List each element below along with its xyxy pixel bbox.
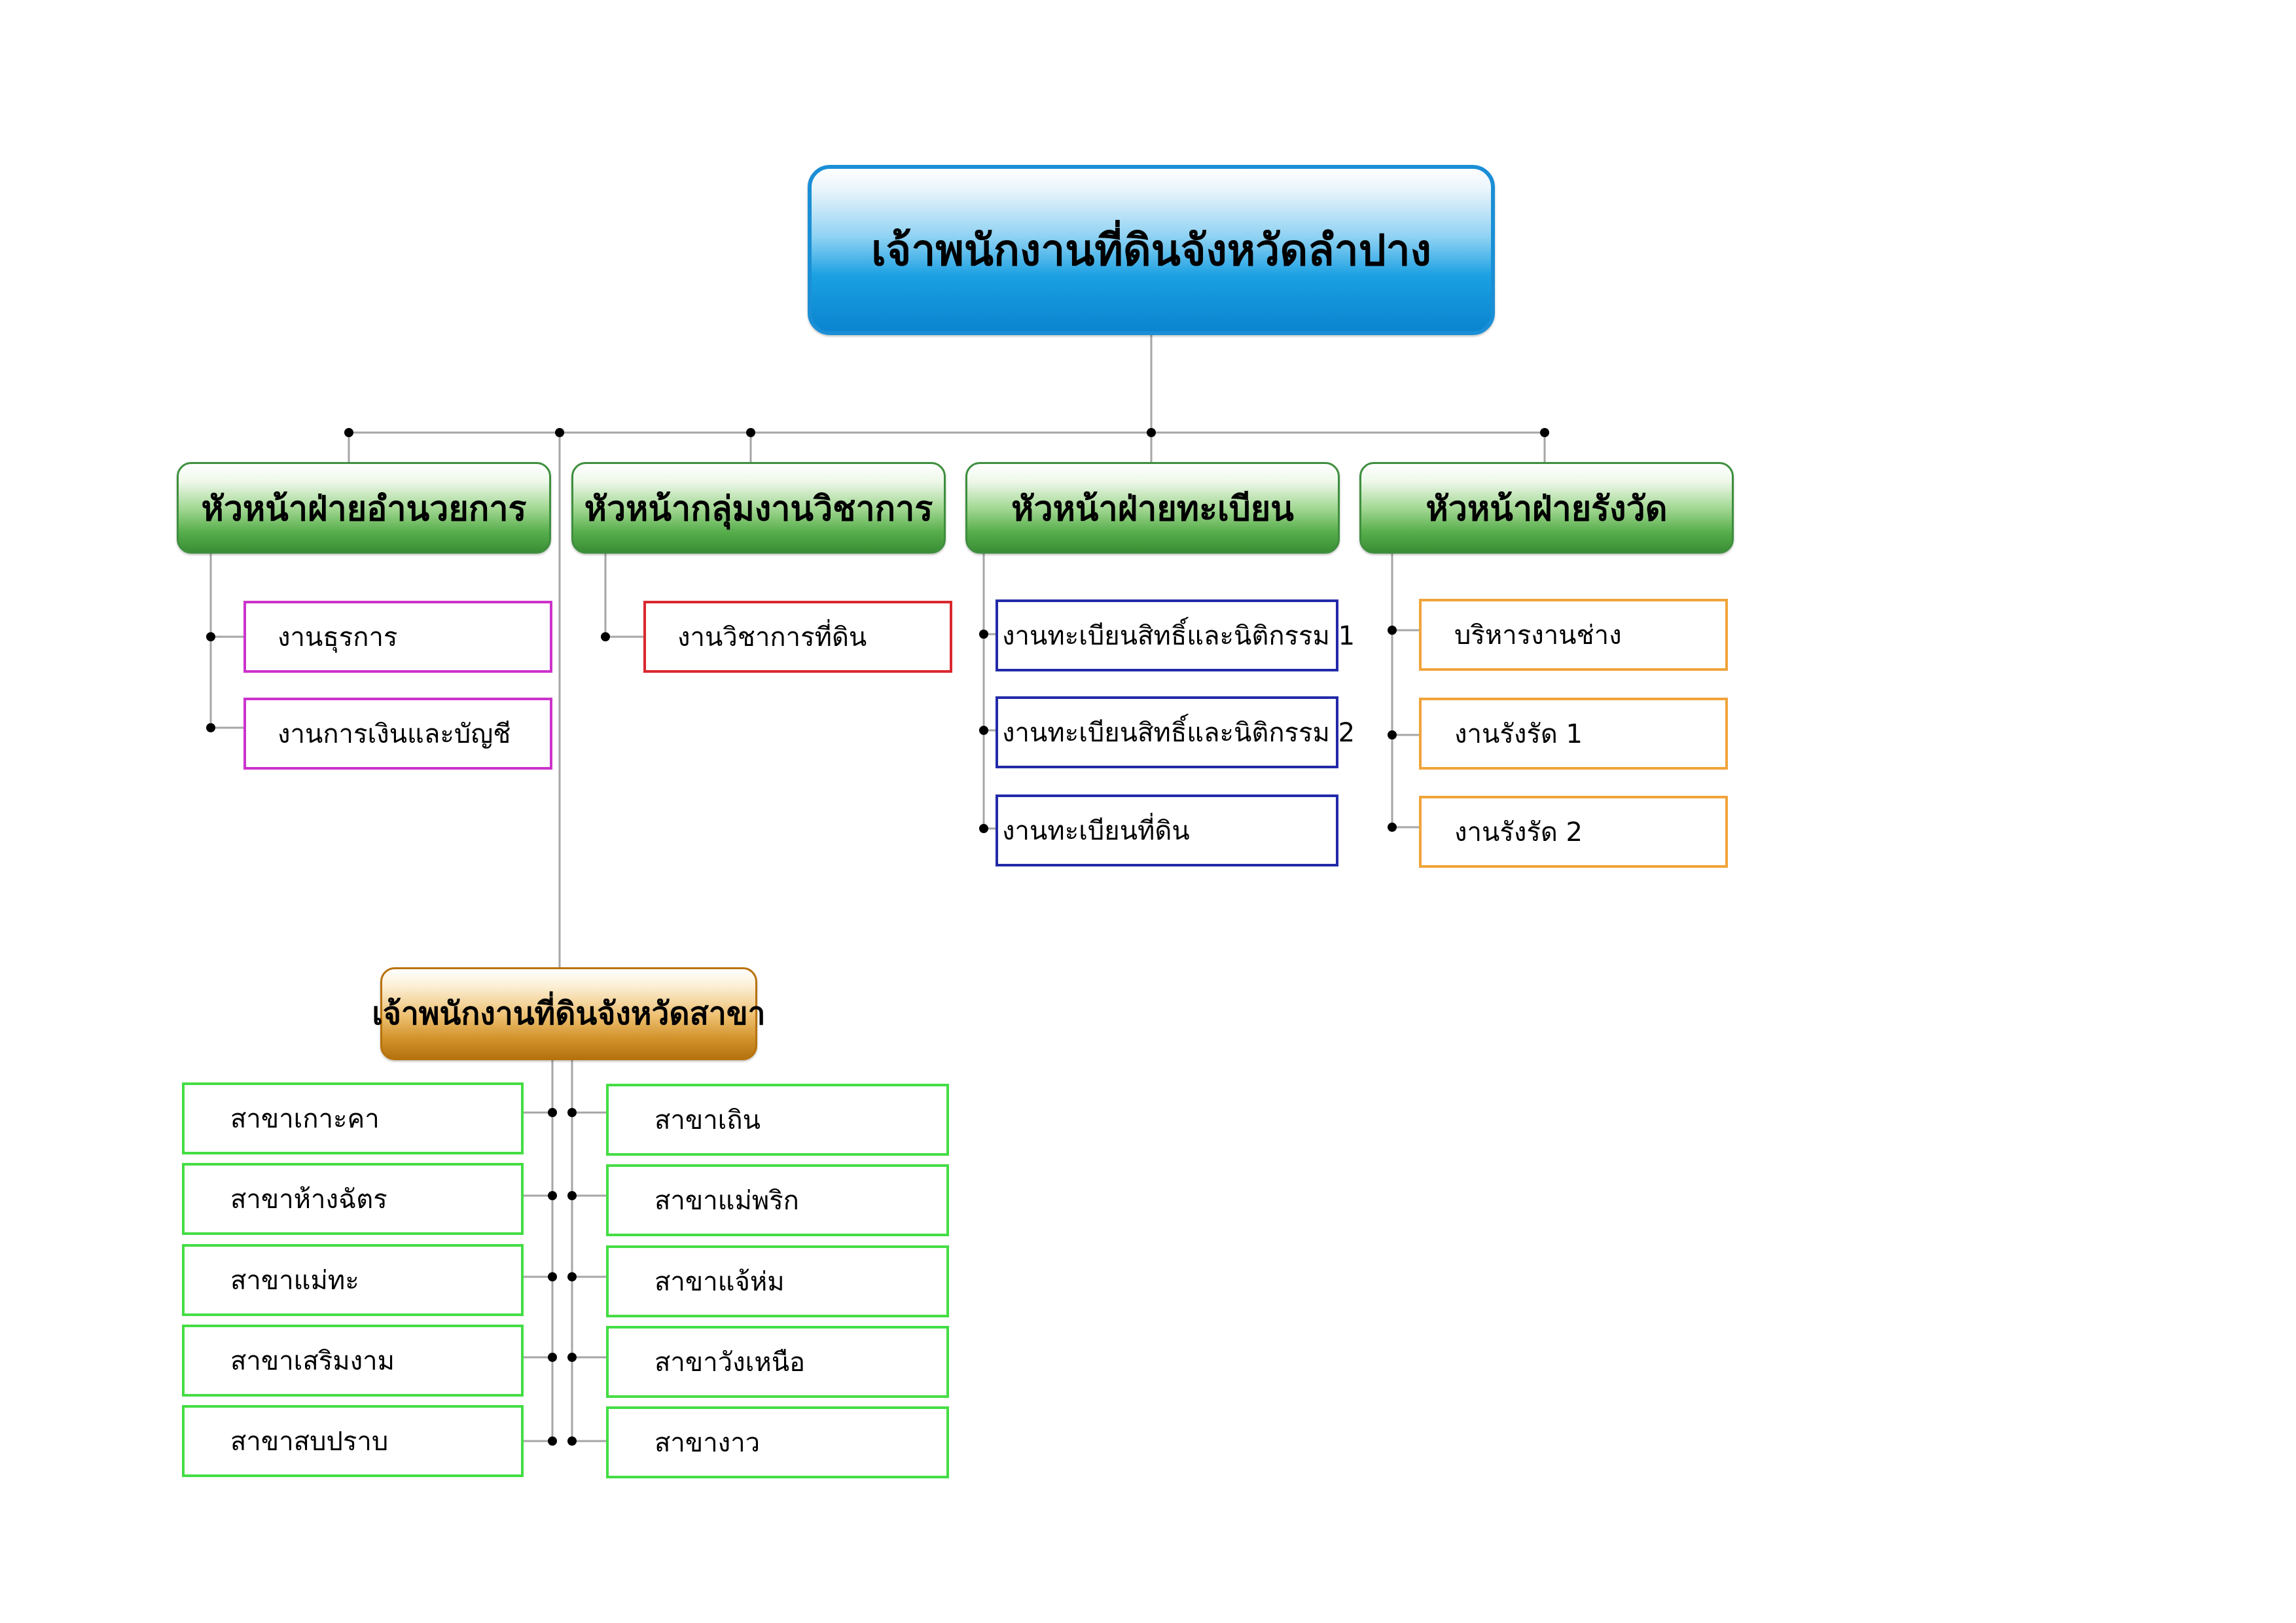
survey-item-label: งานรังรัด 2: [1454, 817, 1583, 847]
survey-item: งานรังรัด 2: [1419, 796, 1728, 868]
branch-item: สาขางาว: [606, 1406, 949, 1478]
branch-item-label: สาขาสบปราบ: [230, 1427, 389, 1457]
branch-item-label: สาขาวังเหนือ: [655, 1347, 806, 1378]
registration-item: งานทะเบียนสิทธิ์และนิติกรรม 2: [996, 696, 1355, 768]
branch-item: สาขาสบปราบ: [182, 1405, 524, 1477]
technical-item-label: งานวิชาการที่ดิน: [677, 622, 867, 652]
admin-item-label: งานธุรการ: [278, 622, 398, 652]
admin-item: งานธุรการ: [243, 601, 552, 673]
admin-item: งานการเงินและบัญชี: [243, 698, 552, 770]
branch-item-label: สาขาเสริมงาม: [230, 1346, 395, 1376]
department-technical: หัวหน้ากลุ่มงานวิชาการ: [571, 462, 946, 554]
branch-item: สาขาแม่ทะ: [182, 1244, 524, 1316]
department-registration: หัวหน้าฝ่ายทะเบียน: [965, 462, 1340, 554]
branch-item: สาขาห้างฉัตร: [182, 1163, 524, 1235]
technical-item: งานวิชาการที่ดิน: [643, 601, 952, 673]
survey-item-label: บริหารงานช่าง: [1454, 620, 1622, 651]
branch-item-label: สาขาแจ้ห่ม: [655, 1267, 785, 1297]
survey-item-label: งานรังรัด 1: [1454, 719, 1583, 749]
branch-office-label: เจ้าพนักงานที่ดินจังหวัดสาขา: [372, 995, 766, 1032]
department-registration-label: หัวหน้าฝ่ายทะเบียน: [1011, 489, 1294, 529]
department-technical-label: หัวหน้ากลุ่มงานวิชาการ: [584, 489, 933, 529]
registration-item-label: งานทะเบียนสิทธิ์และนิติกรรม 2: [1002, 718, 1355, 748]
branch-item-label: สาขางาว: [655, 1428, 761, 1458]
branch-item-label: สาขาเถิน: [655, 1105, 761, 1135]
branch-item: สาขาเสริมงาม: [182, 1325, 524, 1397]
survey-item: งานรังรัด 1: [1419, 698, 1728, 770]
branch-item: สาขาเกาะคา: [182, 1082, 524, 1154]
root-node: เจ้าพนักงานที่ดินจังหวัดลำปาง: [808, 165, 1495, 335]
survey-item: บริหารงานช่าง: [1419, 599, 1728, 671]
branch-item-label: สาขาเกาะคา: [230, 1104, 380, 1134]
registration-item: งานทะเบียนที่ดิน: [996, 794, 1338, 866]
registration-item-label: งานทะเบียนสิทธิ์และนิติกรรม 1: [1002, 621, 1355, 651]
department-admin: หัวหน้าฝ่ายอำนวยการ: [177, 462, 551, 554]
root-label: เจ้าพนักงานที่ดินจังหวัดลำปาง: [871, 224, 1431, 276]
department-survey: หัวหน้าฝ่ายรังวัด: [1359, 462, 1734, 554]
branch-office-node: เจ้าพนักงานที่ดินจังหวัดสาขา: [372, 967, 766, 1060]
branch-item: สาขาวังเหนือ: [606, 1326, 949, 1398]
branch-item: สาขาแจ้ห่ม: [606, 1245, 949, 1317]
branch-item-label: สาขาแม่ทะ: [230, 1266, 359, 1296]
branch-item: สาขาแม่พริก: [606, 1164, 949, 1236]
admin-item-label: งานการเงินและบัญชี: [278, 719, 511, 749]
department-admin-label: หัวหน้าฝ่ายอำนวยการ: [201, 489, 527, 529]
branch-item: สาขาเถิน: [606, 1084, 949, 1156]
registration-item-label: งานทะเบียนที่ดิน: [1002, 816, 1190, 846]
branch-item-label: สาขาแม่พริก: [655, 1186, 799, 1216]
department-survey-label: หัวหน้าฝ่ายรังวัด: [1426, 489, 1668, 529]
branch-item-label: สาขาห้างฉัตร: [230, 1185, 387, 1215]
registration-item: งานทะเบียนสิทธิ์และนิติกรรม 1: [996, 599, 1355, 671]
